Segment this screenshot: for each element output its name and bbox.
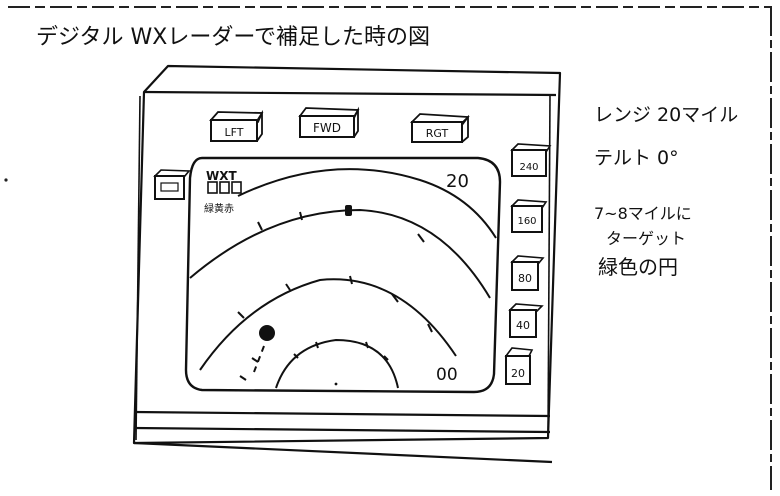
arc-tick [293, 353, 299, 359]
mode-box [231, 181, 242, 194]
left-side-button[interactable] [153, 169, 191, 200]
range-button-160[interactable]: 160 [510, 199, 548, 233]
range-button-160-label: 160 [517, 216, 536, 227]
mode-sub-label: 緑黄赤 [204, 202, 234, 215]
range-arc-3 [189, 208, 491, 299]
arc-tick [285, 283, 291, 291]
target-blob [259, 325, 275, 341]
arc-tick [257, 221, 263, 231]
target-note-line2: ターゲット [606, 229, 686, 248]
range-arc-2 [199, 278, 457, 371]
unit-base-line-2 [133, 426, 551, 434]
top-button-lft[interactable]: LFT [209, 109, 264, 142]
range-button-240-label: 240 [519, 162, 538, 173]
range-button-20-label: 20 [511, 367, 525, 380]
arc-tick [365, 341, 369, 349]
unit-left-edge [135, 95, 141, 441]
unit-right-edge [547, 94, 551, 439]
range-arc-outer [237, 168, 497, 239]
arc-tick [391, 293, 399, 303]
unit-outline [132, 64, 562, 445]
range-note: レンジ 20マイル [594, 104, 738, 126]
arc-tick [417, 233, 425, 243]
heading-marker [345, 205, 352, 216]
top-button-lft-label: LFT [225, 126, 244, 139]
mode-box [219, 181, 230, 194]
arc-tick [315, 341, 319, 349]
unit-front-edge [143, 90, 557, 97]
top-button-fwd-label: FWD [313, 121, 341, 135]
mode-boxes [207, 181, 242, 194]
top-button-fwd[interactable]: FWD [298, 106, 360, 138]
top-button-rgt[interactable]: RGT [409, 113, 470, 143]
range-button-80-label: 80 [518, 272, 532, 285]
center-dot [334, 382, 338, 386]
arc-tick [237, 311, 245, 319]
tilt-note: テルト 0° [594, 147, 679, 169]
arc-tick [239, 375, 247, 381]
range-button-40[interactable]: 40 [508, 303, 544, 338]
mode-box [207, 181, 218, 194]
arc-tick [427, 323, 433, 333]
range-button-40-label: 40 [516, 319, 530, 332]
arc-tick [383, 355, 389, 361]
sketch-title: デジタル WXレーダーで補足した時の図 [36, 25, 430, 50]
arc-tick [349, 275, 353, 285]
stray-dot [4, 178, 8, 182]
unit-base-line-3 [133, 441, 553, 464]
range-arcs [189, 168, 497, 389]
range-button-20[interactable]: 20 [504, 347, 534, 385]
arc-tick [251, 357, 259, 363]
range-button-240[interactable]: 240 [510, 143, 552, 177]
range-top-readout: 20 [446, 171, 469, 192]
arc-tick [299, 211, 303, 221]
radar-display: WXT 緑黄赤 20 00 [184, 156, 502, 394]
target-note-line3: 緑色の円 [598, 255, 678, 279]
top-button-rgt-label: RGT [426, 127, 449, 140]
range-arc-inner [275, 338, 399, 389]
target-note-line1: 7~8マイルに [594, 204, 692, 223]
range-button-80[interactable]: 80 [510, 255, 545, 291]
mode-label: WXT [206, 169, 237, 183]
radar-unit [132, 64, 562, 464]
arc-ticks [237, 211, 433, 381]
target-trail [253, 345, 265, 373]
unit-base-line-1 [133, 410, 551, 418]
range-bottom-readout: 00 [436, 365, 458, 385]
